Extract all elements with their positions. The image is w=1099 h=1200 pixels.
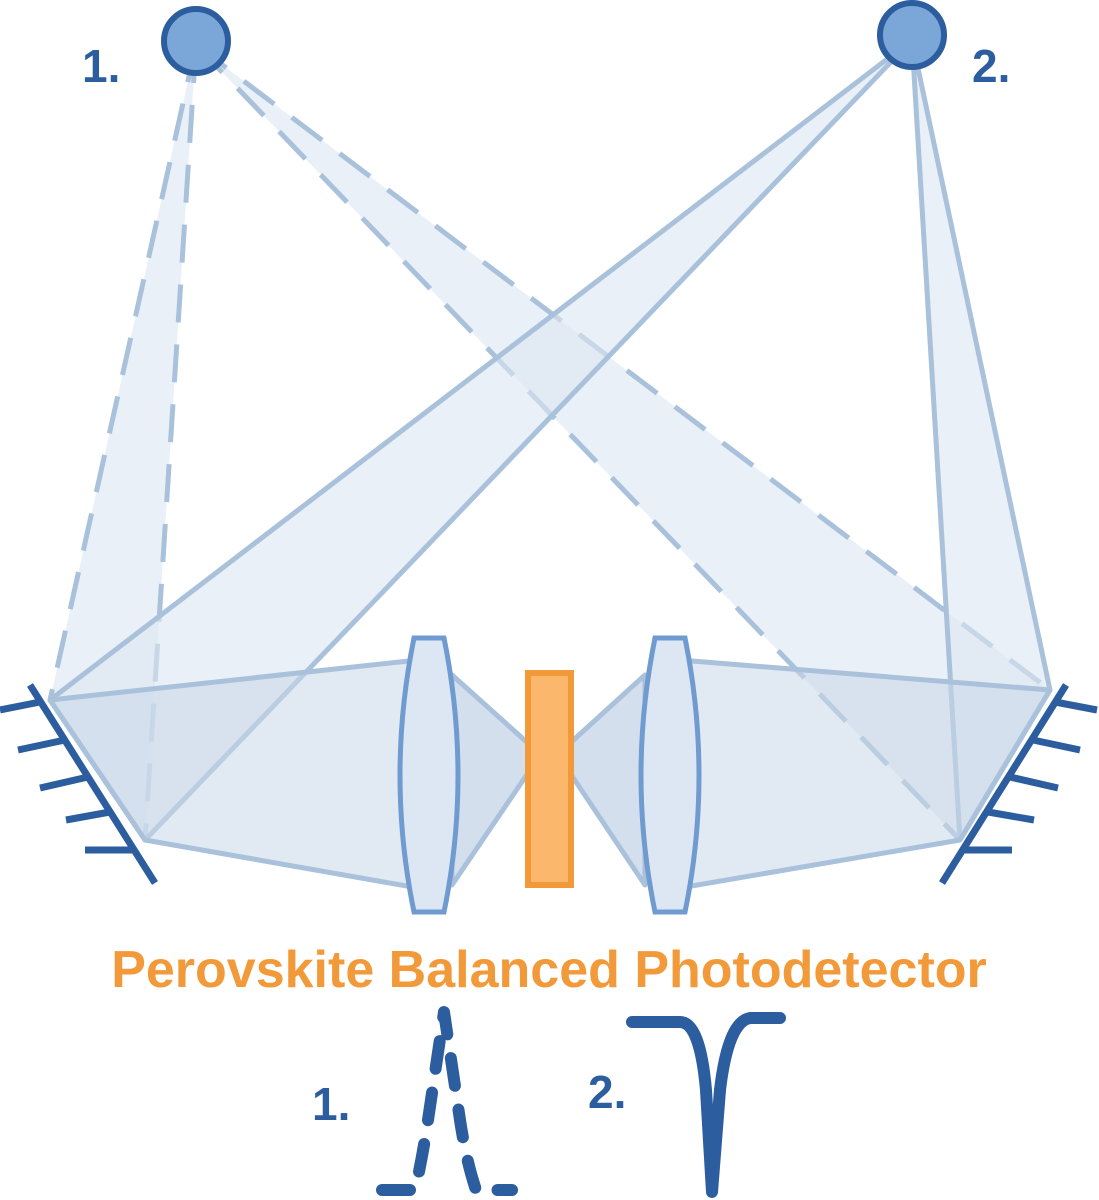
signal-1-waveform (376, 1006, 518, 1196)
signal-2-label: 2. (588, 1066, 626, 1118)
signal-1-label: 1. (312, 1078, 350, 1130)
right-mirror-hatch (1054, 698, 1098, 714)
beam-source1-left-mirror (50, 45, 196, 840)
beam-left-lens-to-detector (449, 672, 533, 888)
left-mirror-hatch (0, 698, 41, 714)
perovskite-detector (525, 670, 574, 888)
source-2-circle (877, 0, 947, 70)
signal-2-waveform (626, 1012, 786, 1198)
right-mirror-hatch (1009, 773, 1059, 792)
left-lens (397, 635, 461, 915)
beam-right-lens-to-detector (565, 672, 648, 888)
right-mirror-surface (939, 683, 1069, 885)
right-mirror-hatch (1032, 736, 1081, 754)
beam-source1-right-mirror (196, 45, 1050, 840)
beam-left-mirror-to-lens (47, 657, 421, 891)
source-2-label: 2. (972, 40, 1010, 92)
left-mirror-hatch (65, 808, 111, 824)
right-mirror (939, 683, 1098, 885)
beam-source1-left-edge-a (47, 44, 199, 701)
left-mirror-surface (27, 683, 158, 885)
source-1-label: 1. (82, 40, 120, 92)
right-mirror-hatch (987, 808, 1035, 824)
diagram-title: Perovskite Balanced Photodetector (111, 941, 987, 999)
left-mirror (0, 683, 158, 885)
left-mirror-hatch (17, 736, 66, 754)
right-lens (638, 635, 702, 915)
source-1-circle (161, 6, 231, 76)
beam-right-mirror-to-lens (677, 657, 1053, 891)
left-mirror-hatch (39, 773, 89, 792)
beams (47, 37, 1053, 891)
